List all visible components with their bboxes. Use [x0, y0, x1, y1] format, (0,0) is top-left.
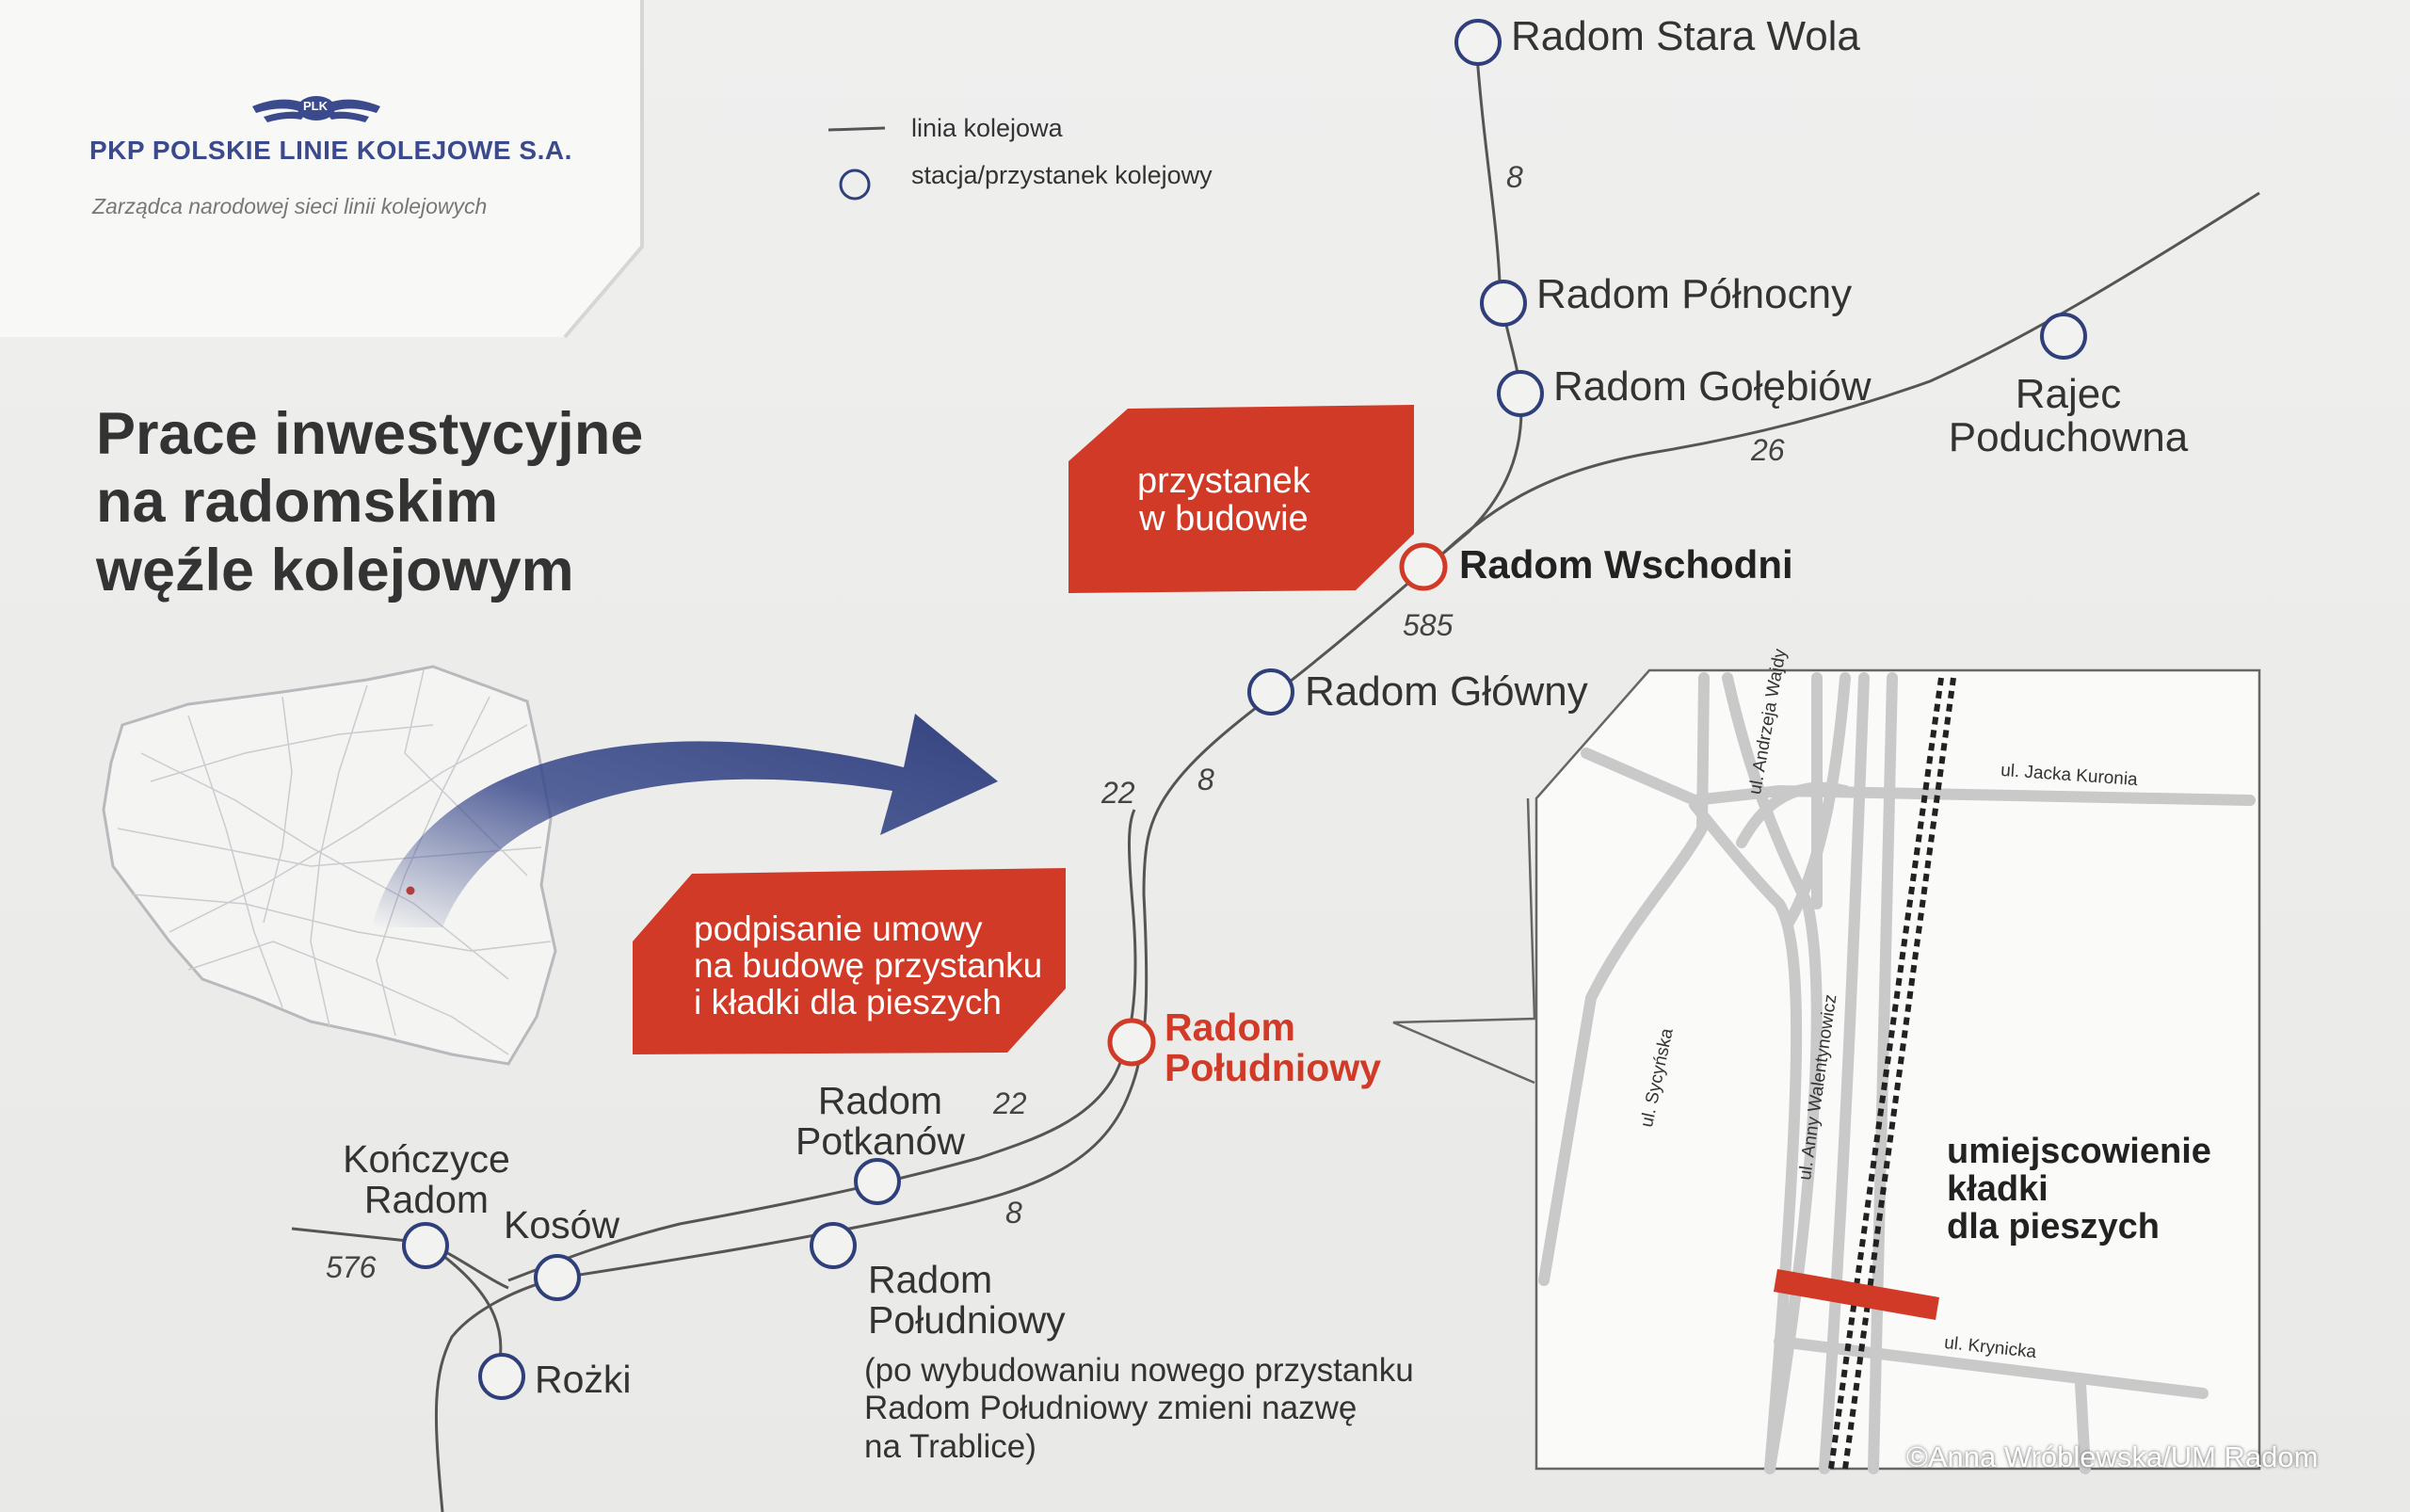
- footbridge-marker: [1774, 1269, 1939, 1320]
- label-glowny: Radom Główny: [1305, 668, 1588, 715]
- rename-note: (po wybudowaniu nowego przystanku Radom …: [864, 1352, 1414, 1465]
- stations: [402, 19, 2087, 1400]
- callout-contract: [633, 868, 1066, 1054]
- header-card-edge: [563, 0, 644, 339]
- company-tagline: Zarządca narodowej sieci linii kolejowyc…: [92, 194, 488, 218]
- line-number-8-top: 8: [1506, 160, 1523, 194]
- poland-map: [102, 665, 557, 1066]
- header-card: [0, 0, 642, 337]
- inset-title: umiejscowienie kładki dla pieszych: [1947, 1132, 2211, 1247]
- big-arrow: [372, 714, 998, 927]
- line-number-26: 26: [1751, 433, 1785, 467]
- station-rajec: [2040, 313, 2087, 360]
- inset-streets: [1538, 672, 2256, 1474]
- logo-text: PLK: [303, 99, 328, 113]
- legend-station-sample: [839, 169, 871, 201]
- line-number-22-a: 22: [1101, 776, 1135, 810]
- station-wschodni: [1399, 542, 1448, 591]
- line-number-22-b: 22: [993, 1086, 1027, 1120]
- company-name: PKP POLSKIE LINIE KOLEJOWE S.A.: [89, 136, 572, 165]
- title-line-1: Prace inwestycyjne: [96, 401, 644, 467]
- label-polnocny: Radom Północny: [1536, 271, 1853, 317]
- legend-station-label: stacja/przystanek kolejowy: [911, 161, 1213, 189]
- label-stara-wola: Radom Stara Wola: [1511, 13, 1860, 59]
- label-poludniowy-new: Radom Południowy: [1165, 1005, 1382, 1090]
- label-rajec: Rajec Poduchowna: [1948, 371, 2189, 461]
- station-polnocny: [1480, 280, 1527, 327]
- inset-pointer: [1392, 797, 1536, 1085]
- station-poludniowy-new: [1107, 1018, 1156, 1067]
- callout-under-construction-text: przystanek w budowie: [1137, 461, 1310, 539]
- label-poludniowy-old: Radom Południowy: [868, 1258, 1066, 1343]
- label-kosow: Kosów: [504, 1203, 620, 1247]
- station-potkanow: [854, 1158, 901, 1205]
- line-number-585: 585: [1403, 608, 1454, 642]
- legend: [827, 126, 886, 201]
- legend-line-sample: [827, 126, 886, 132]
- page-title: Prace inwestycyjne na radomskim węźle ko…: [96, 400, 643, 604]
- line-number-8-b: 8: [1197, 763, 1214, 796]
- plk-logo: [252, 96, 380, 122]
- legend-line-label: linia kolejowa: [911, 114, 1063, 142]
- line-number-8-c: 8: [1005, 1196, 1022, 1230]
- line-number-576: 576: [326, 1250, 377, 1284]
- label-rozki: Rożki: [535, 1358, 632, 1401]
- label-wschodni: Radom Wschodni: [1459, 542, 1793, 587]
- label-konczyce: Kończyce Radom: [343, 1137, 510, 1222]
- label-potkanow: Radom Potkanów: [795, 1079, 966, 1164]
- station-golebiow: [1497, 370, 1544, 417]
- station-stara-wola: [1454, 19, 1502, 66]
- inset-track: [1828, 677, 1956, 1470]
- photo-credit: ©Anna Wróblewska/UM Radom: [1906, 1440, 2319, 1473]
- station-rozki: [478, 1353, 525, 1400]
- station-poludniowy-old: [810, 1222, 857, 1269]
- label-golebiow: Radom Gołębiów: [1553, 363, 1872, 410]
- callout-contract-text: podpisanie umowy na budowę przystanku i …: [694, 909, 1043, 1021]
- station-glowny: [1247, 668, 1294, 716]
- station-kosow: [534, 1254, 581, 1301]
- station-konczyce: [402, 1222, 449, 1269]
- title-line-2: na radomskim: [96, 469, 499, 536]
- callout-under-construction: [1068, 405, 1414, 593]
- title-line-3: węźle kolejowym: [96, 537, 574, 603]
